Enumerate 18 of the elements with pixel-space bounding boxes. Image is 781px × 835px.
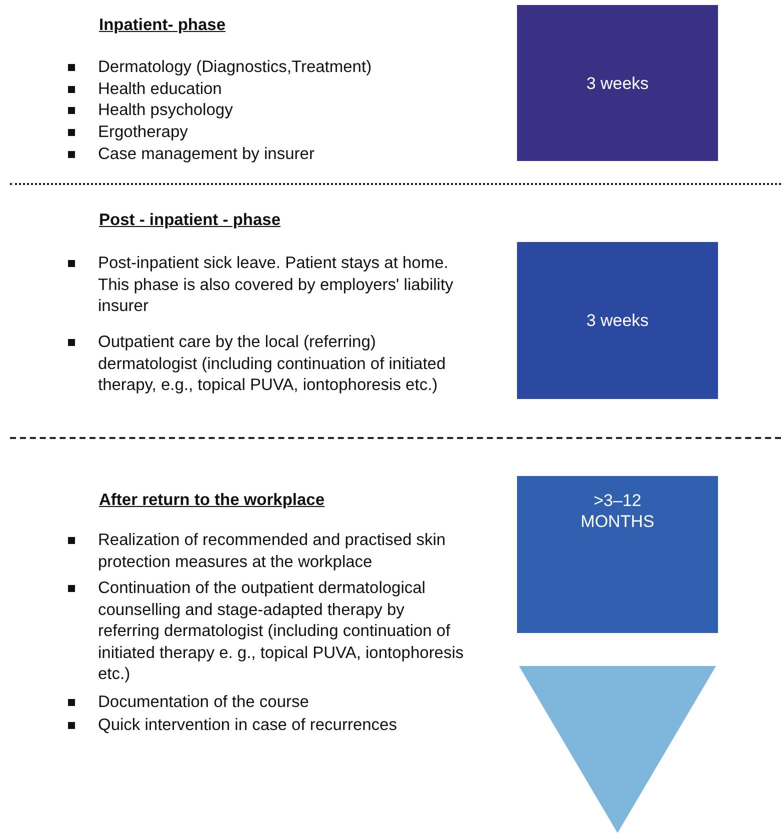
section-heading: Inpatient- phase <box>99 16 226 35</box>
bullet-item: Documentation of the course <box>68 692 468 714</box>
bullet-item: Realization of recommended and practised skin protection measures at the workplace <box>68 530 468 573</box>
duration-box: >3–12 MONTHS <box>517 476 718 633</box>
bullet-item: Health psychology <box>68 100 468 122</box>
duration-box: 3 weeks <box>517 242 718 399</box>
bullet-item: Post-inpatient sick leave. Patient stays at home. This phase is also covered by employers' liability insurer <box>68 253 468 318</box>
bullet-item: Ergotherapy <box>68 122 468 144</box>
bullet-item: Dermatology (Diagnostics,Treatment) <box>68 57 468 78</box>
bullet-item: Case management by insurer <box>68 144 488 166</box>
triangle-shape <box>519 666 716 833</box>
bullet-item: Continuation of the outpatient dermatological counselling and stage-adapted therapy by referring dermatologist (including continuation of initiated therapy e. g., topical PUVA, iontophoresis etc.) <box>68 578 468 686</box>
section-heading: Post - inpatient - phase <box>99 211 281 230</box>
section-heading: After return to the workplace <box>99 491 325 510</box>
bullet-item: Outpatient care by the local (referring) dermatologist (including continuation of initiated therapy, e.g., topical PUVA, iontophoresis etc.) <box>68 332 468 396</box>
duration-box: 3 weeks <box>517 5 718 161</box>
bullet-item: Quick intervention in case of recurrences <box>68 715 488 736</box>
bullet-item: Health education <box>68 79 468 100</box>
